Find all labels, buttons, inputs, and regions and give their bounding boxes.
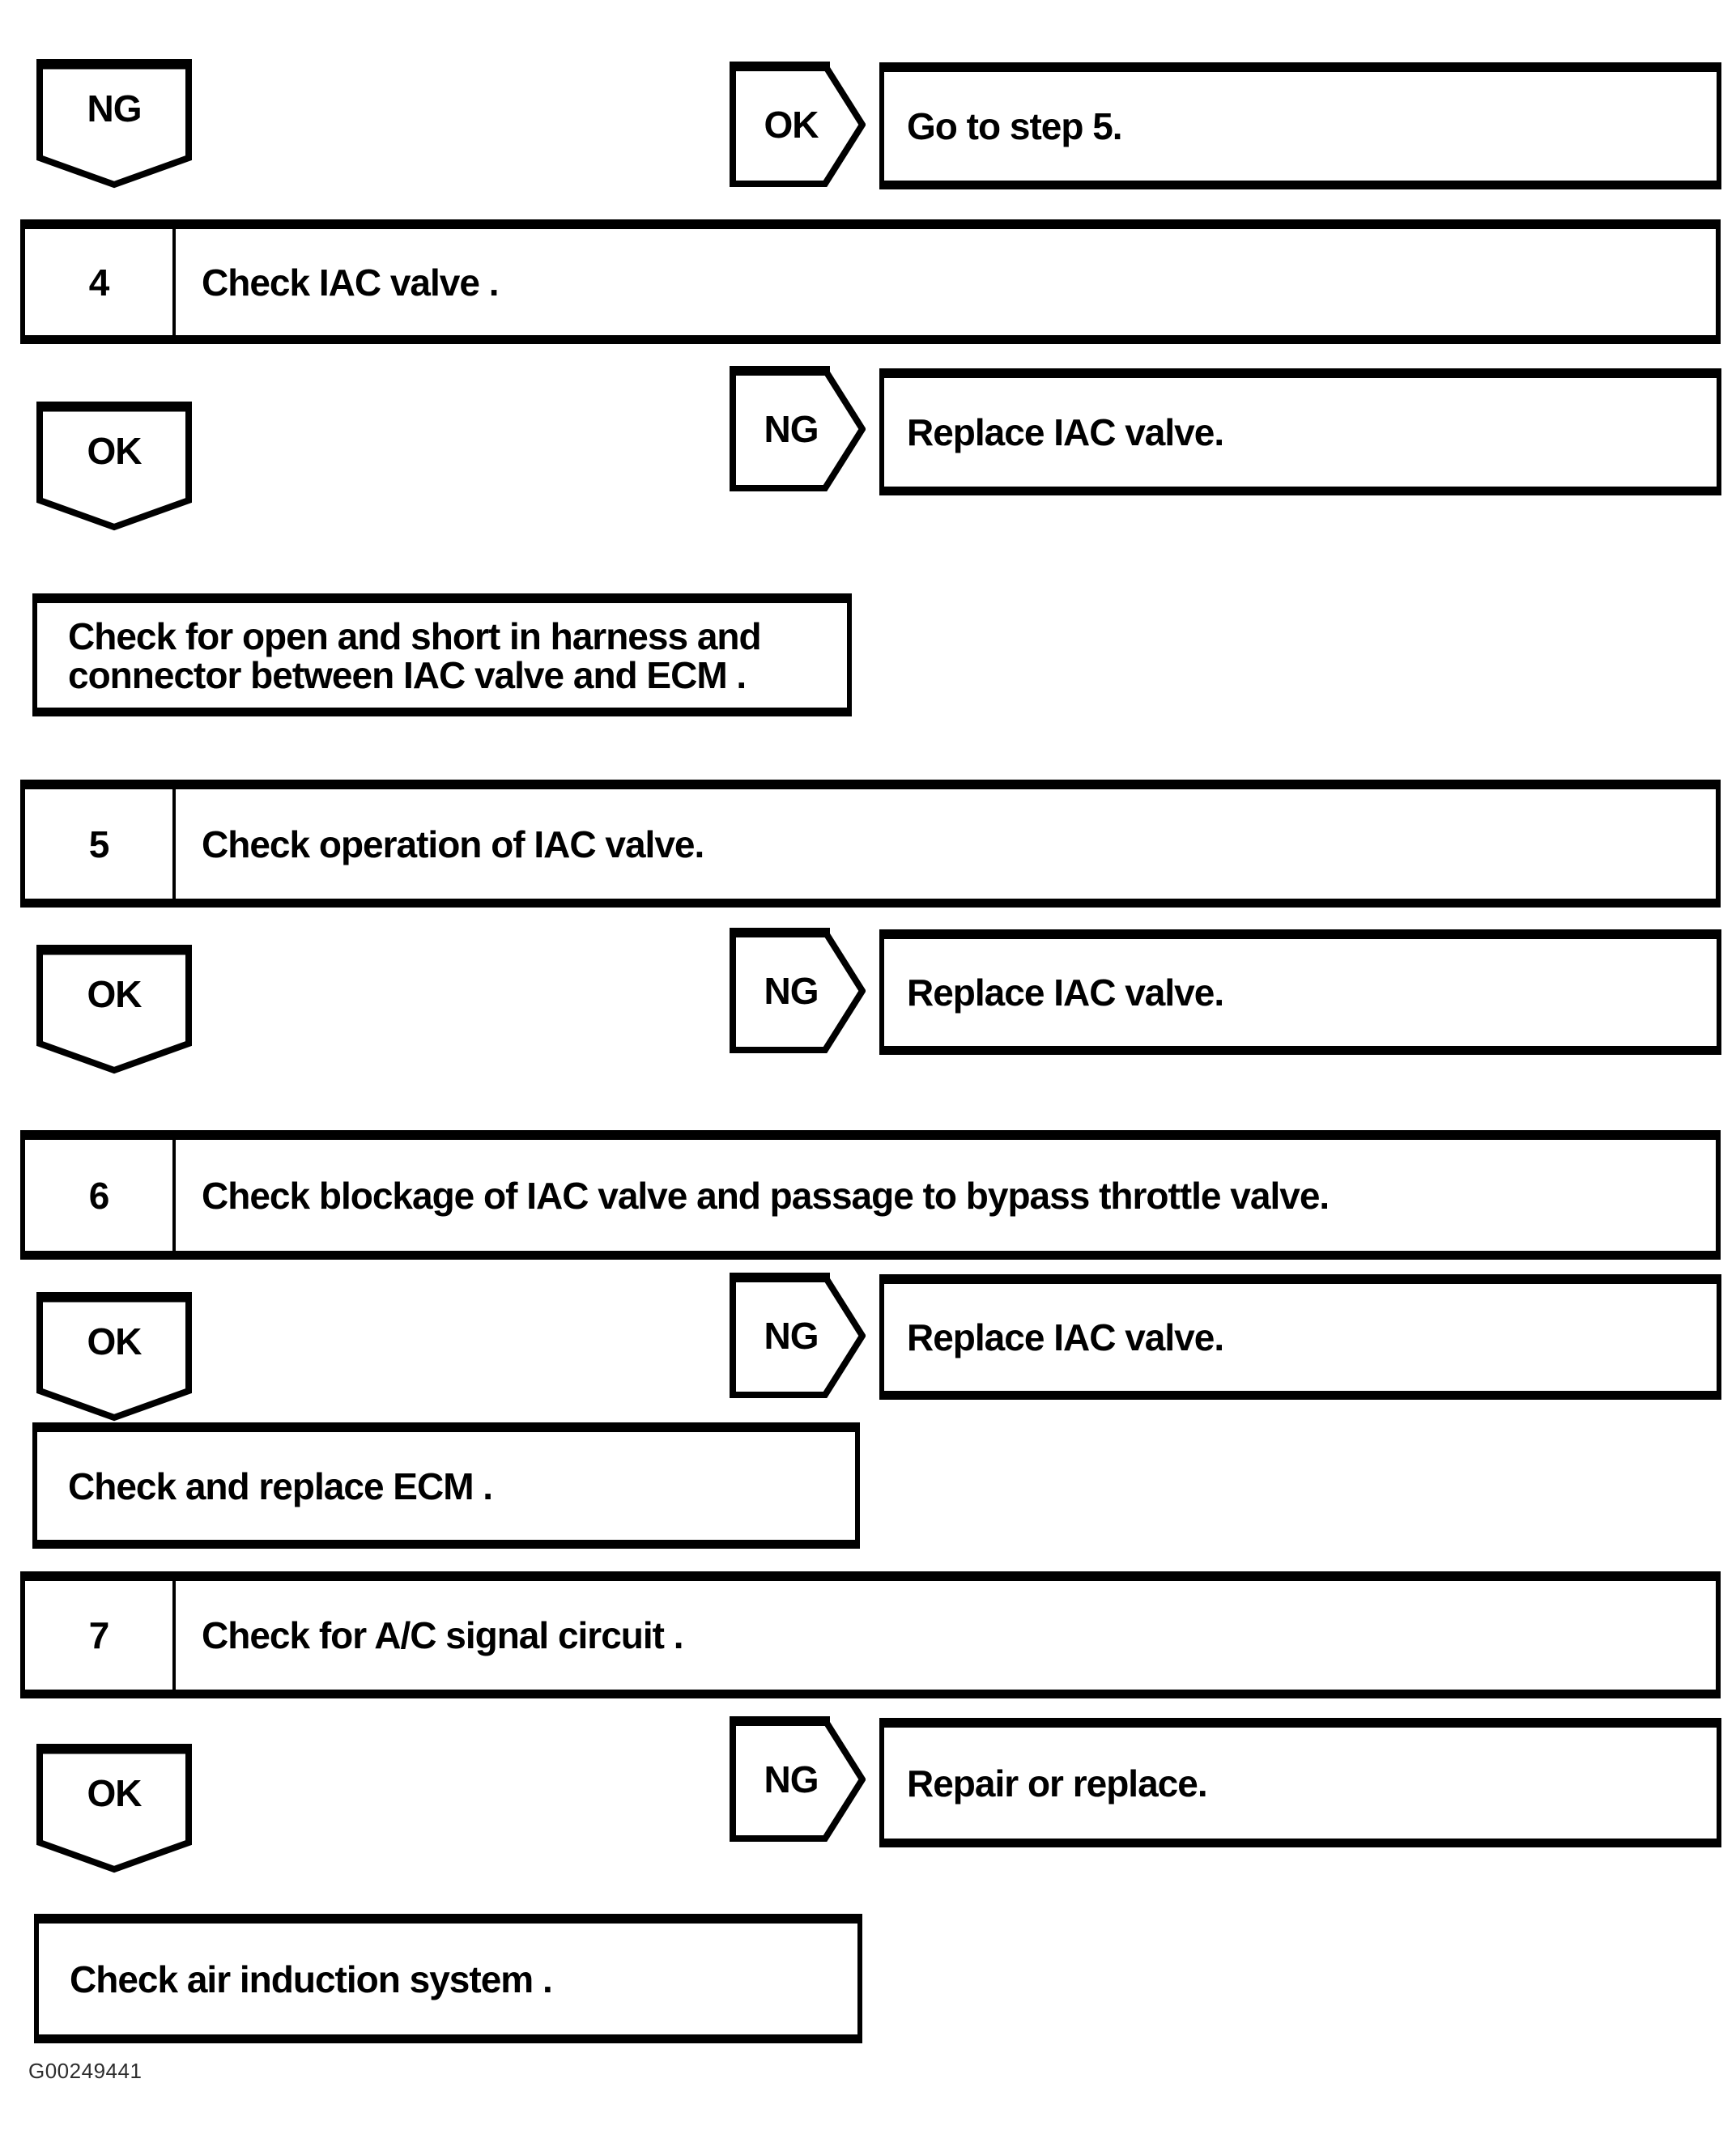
connector-ng-right-3: NG xyxy=(730,1273,866,1399)
pentagon-down-icon xyxy=(36,59,192,189)
pentagon-right-icon xyxy=(730,928,866,1053)
pentagon-down-icon xyxy=(36,1292,192,1422)
connector-label: OK xyxy=(87,973,143,1015)
connector-label: OK xyxy=(87,1772,143,1814)
result-box-replace-iac-valve-2: Replace IAC valve. xyxy=(879,929,1721,1055)
pentagon-right-icon xyxy=(730,366,866,491)
connector-label: OK xyxy=(87,430,143,472)
action-box-replace-ecm: Check and replace ECM . xyxy=(32,1422,860,1549)
action-text-line: connector between IAC valve and ECM . xyxy=(68,653,747,696)
connector-ng-down-1: NG xyxy=(36,59,192,189)
result-text: Go to step 5. xyxy=(907,105,1123,147)
connector-label: NG xyxy=(764,1758,819,1800)
action-text-line: Check and replace ECM . xyxy=(68,1464,493,1507)
connector-label: OK xyxy=(87,1320,143,1362)
step-5-box: 5 Check operation of IAC valve. xyxy=(20,780,1721,908)
step-title: Check IAC valve . xyxy=(202,261,500,304)
connector-ng-right-4: NG xyxy=(730,1716,866,1843)
step-number: 6 xyxy=(25,1140,176,1251)
result-text: Repair or replace. xyxy=(907,1762,1208,1805)
pentagon-right-icon xyxy=(730,1273,866,1398)
result-text: Replace IAC valve. xyxy=(907,971,1224,1014)
connector-ok-right-1: OK xyxy=(730,62,866,188)
step-title: Check operation of IAC valve. xyxy=(202,823,704,865)
result-box-replace-iac-valve-3: Replace IAC valve. xyxy=(879,1274,1721,1400)
step-title: Check blockage of IAC valve and passage … xyxy=(202,1174,1330,1217)
connector-label: NG xyxy=(764,408,819,450)
step-6-box: 6 Check blockage of IAC valve and passag… xyxy=(20,1130,1721,1260)
action-text-line: Check for open and short in harness and xyxy=(68,614,762,657)
pentagon-down-icon xyxy=(36,945,192,1074)
result-box-go-to-step-5: Go to step 5. xyxy=(879,62,1721,189)
result-box-repair-or-replace: Repair or replace. xyxy=(879,1718,1721,1847)
step-number: 4 xyxy=(25,229,176,335)
step-title: Check for A/C signal circuit . xyxy=(202,1614,684,1656)
step-number: 7 xyxy=(25,1581,176,1690)
connector-ok-down-1: OK xyxy=(36,402,192,531)
pentagon-right-icon xyxy=(730,62,866,187)
figure-id-caption: G00249441 xyxy=(28,2059,143,2083)
action-box-harness-check: Check for open and short in harness and … xyxy=(32,593,852,716)
pentagon-down-icon xyxy=(36,402,192,531)
connector-ok-down-3: OK xyxy=(36,1292,192,1422)
result-text: Replace IAC valve. xyxy=(907,411,1224,453)
connector-label: OK xyxy=(764,104,819,146)
step-number: 5 xyxy=(25,789,176,899)
result-text: Replace IAC valve. xyxy=(907,1316,1224,1358)
connector-ok-down-2: OK xyxy=(36,945,192,1074)
connector-ok-down-4: OK xyxy=(36,1744,192,1873)
action-text-line: Check air induction system . xyxy=(70,1958,553,2000)
pentagon-right-icon xyxy=(730,1716,866,1842)
connector-ng-right-1: NG xyxy=(730,366,866,492)
step-7-box: 7 Check for A/C signal circuit . xyxy=(20,1571,1721,1698)
pentagon-down-icon xyxy=(36,1744,192,1873)
connector-label: NG xyxy=(764,970,819,1012)
action-box-air-induction: Check air induction system . xyxy=(34,1914,862,2043)
step-4-box: 4 Check IAC valve . xyxy=(20,219,1721,344)
connector-label: NG xyxy=(764,1315,819,1357)
connector-label: NG xyxy=(87,87,143,130)
connector-ng-right-2: NG xyxy=(730,928,866,1054)
result-box-replace-iac-valve-1: Replace IAC valve. xyxy=(879,368,1721,495)
